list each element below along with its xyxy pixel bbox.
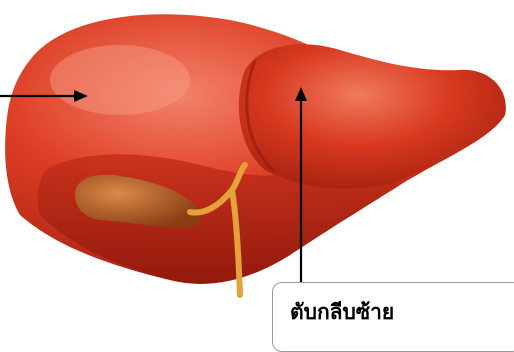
liver-left-lobe [239, 44, 506, 188]
left-lobe-label: ตับกลีบซ้าย [290, 296, 394, 329]
liver-highlight [50, 45, 190, 115]
